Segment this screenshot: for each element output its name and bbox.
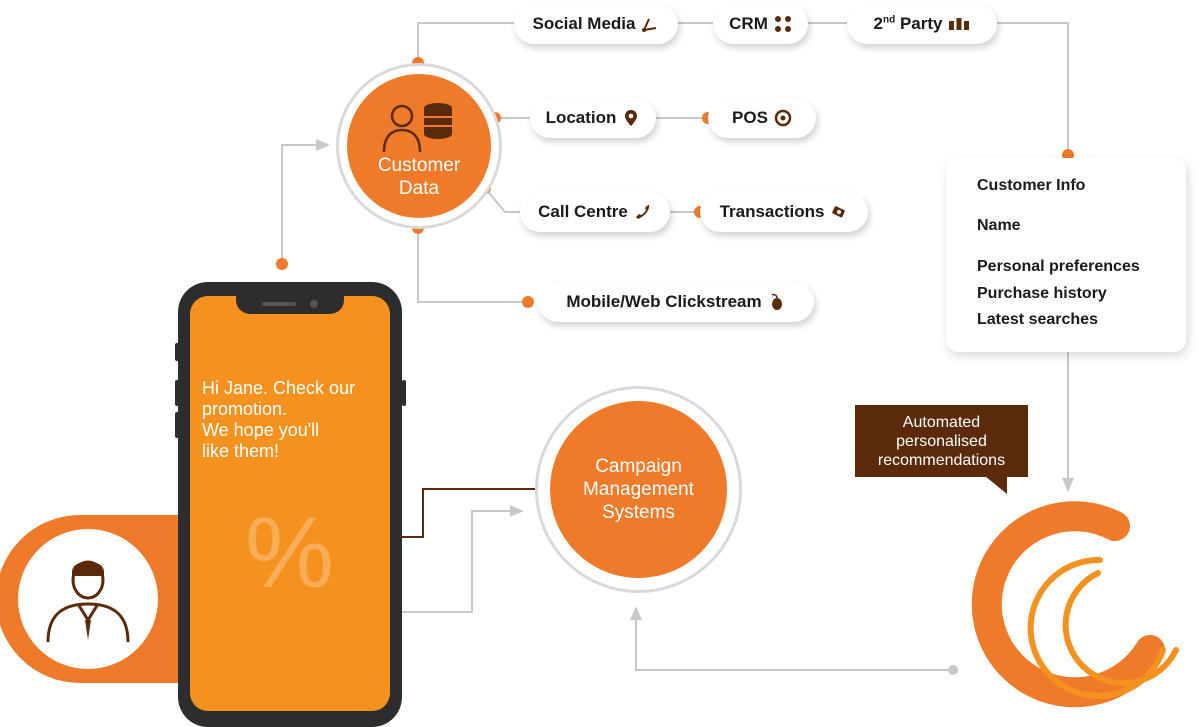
customer-info-item: Purchase history [977, 285, 1107, 302]
social-media-label: Social Media [532, 14, 636, 33]
bubble-line: Automated [902, 413, 981, 431]
transactions-label: Transactions [719, 202, 825, 221]
message-line: We hope you'll [202, 420, 320, 440]
promotion-message: Hi Jane. Check our promotion. We hope yo… [202, 378, 388, 462]
phone-speaker [262, 302, 296, 306]
crm-pill[interactable]: CRM [713, 4, 808, 44]
location-pill[interactable]: Location [530, 98, 656, 138]
second-party-label: 2nd Party [873, 14, 943, 33]
phone-camera [310, 300, 318, 308]
money-transfer-icon [832, 206, 846, 218]
bubble-line: personalised [896, 432, 987, 450]
target-icon [774, 109, 792, 127]
pos-label: POS [732, 108, 768, 127]
message-line: Hi Jane. Check our [202, 378, 356, 398]
clickstream-label: Mobile/Web Clickstream [566, 292, 762, 311]
call-centre-pill[interactable]: Call Centre [520, 192, 670, 232]
social-media-pill[interactable]: Social Media [514, 4, 678, 44]
network-icon [774, 16, 791, 32]
recommendations-bubble: Automated personalised recommendations [855, 405, 1028, 477]
phone-side-button [402, 380, 406, 406]
share-icon [642, 18, 657, 32]
campaign-label-1: Campaign [595, 456, 682, 477]
percent-watermark: % [245, 497, 334, 609]
transactions-pill[interactable]: Transactions [700, 192, 868, 232]
people-group-icon [949, 18, 970, 30]
bubble-tail [985, 476, 1007, 494]
campaign-management-circle[interactable]: Campaign Management Systems [550, 401, 727, 578]
customer-info-item: Personal preferences [977, 258, 1140, 275]
second-party-pill[interactable]: 2nd Party [847, 4, 997, 44]
pos-pill[interactable]: POS [708, 98, 816, 138]
location-label: Location [545, 108, 617, 127]
call-centre-label: Call Centre [538, 202, 628, 221]
phone-side-button [175, 343, 179, 361]
customer-data-circle[interactable]: Customer Data [347, 74, 491, 218]
message-line: promotion. [202, 399, 288, 419]
customer-database-icon [382, 103, 452, 153]
crm-label: CRM [729, 14, 768, 33]
phone-screen[interactable]: Hi Jane. Check our promotion. We hope yo… [190, 296, 390, 711]
customer-info-card: Customer Info Name Personal preferences … [946, 158, 1186, 352]
user-avatar-icon [46, 560, 130, 643]
customer-data-label-1: Customer [377, 155, 461, 176]
campaign-label-2: Management [583, 479, 694, 500]
phone-side-button [175, 412, 179, 438]
brand-swoosh-logo [971, 501, 1179, 708]
phone-handset-icon [635, 205, 650, 219]
customer-data-label-2: Data [398, 178, 440, 199]
message-line: like them! [202, 441, 280, 461]
bubble-line: recommendations [877, 451, 1006, 469]
clickstream-pill[interactable]: Mobile/Web Clickstream [538, 282, 814, 322]
phone-side-button [175, 380, 179, 406]
map-pin-icon [625, 110, 638, 126]
customer-info-heading: Customer Info [977, 177, 1086, 194]
mouse-icon [771, 293, 782, 310]
customer-info-name: Name [977, 217, 1021, 234]
customer-info-item: Latest searches [977, 311, 1098, 328]
campaign-label-3: Systems [602, 502, 675, 523]
